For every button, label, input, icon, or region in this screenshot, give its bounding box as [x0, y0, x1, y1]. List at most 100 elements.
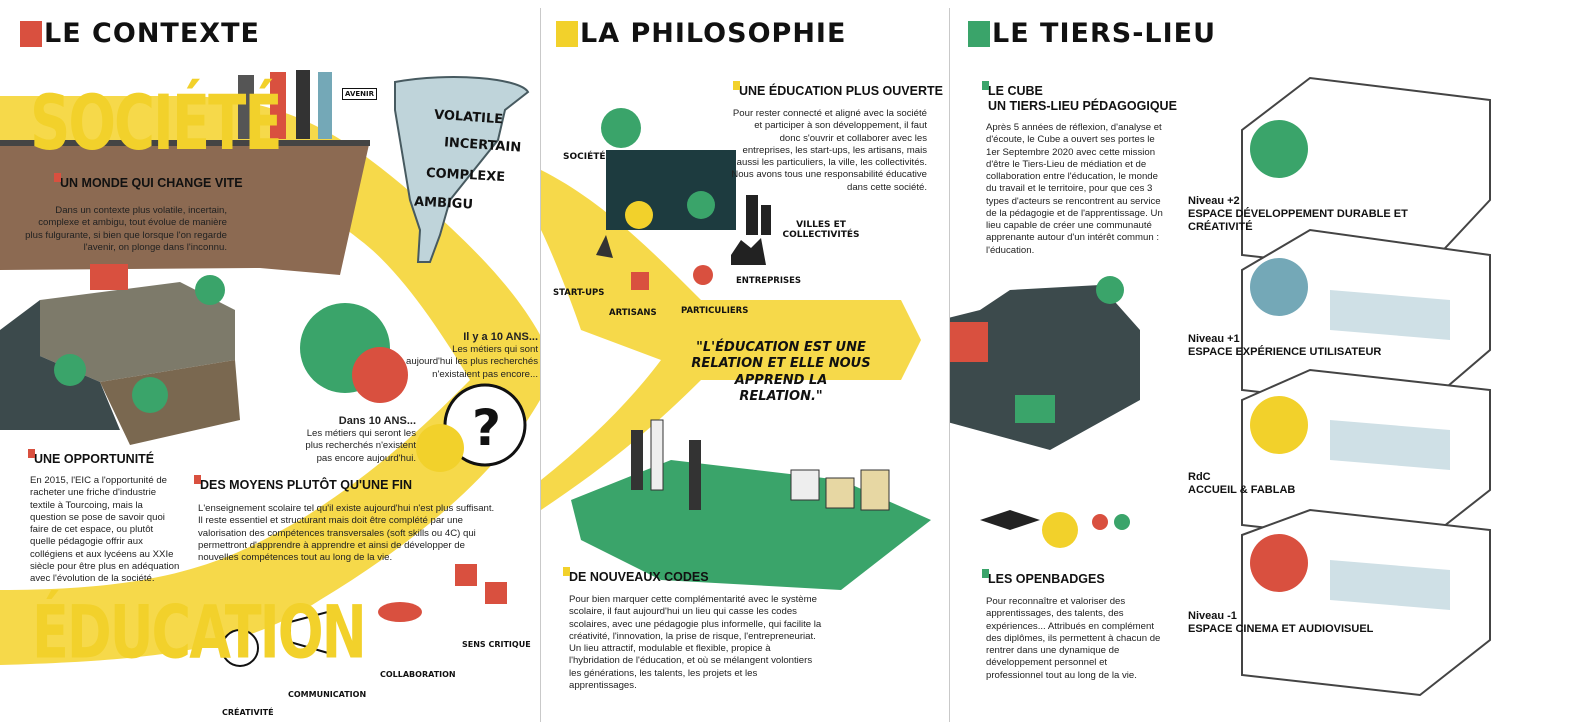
text-opportunite: En 2015, l'EIC a l'opportunité de rachet… [30, 475, 180, 585]
city-building-2 [761, 205, 771, 235]
level-name: ACCUEIL & FABLAB [1188, 484, 1296, 497]
rocket-icon [596, 235, 613, 258]
text-codes: Pour bien marquer cette complémentarité … [569, 594, 822, 691]
actor-particuliers: PARTICULIERS [681, 306, 749, 316]
particulier-icon [693, 265, 713, 285]
level-label-rdc: RdC ACCUEIL & FABLAB [1188, 471, 1438, 497]
section-title-tiers-lieu: LE TIERS-LIEU [968, 18, 1216, 49]
level-number: Niveau +1 [1188, 333, 1240, 345]
skill-creativite: CRÉATIVITÉ [222, 708, 274, 717]
dans-text: Les métiers qui seront les plus recherch… [305, 428, 416, 464]
thumbs-up-icon [455, 564, 477, 586]
text-cube: Après 5 années de réflexion, d'analyse e… [986, 122, 1163, 256]
title-accent-square [20, 20, 42, 47]
megaphone-icon [289, 608, 336, 657]
cube-red-wall [950, 322, 988, 362]
text-monde: Dans un contexte plus volatile, incertai… [25, 205, 227, 253]
person-head-2 [416, 424, 464, 472]
subhead-badges: LES OPENBADGES [982, 569, 1105, 586]
person-puzzle-1 [631, 430, 643, 490]
subhead-codes: DE NOUVEAUX CODES [563, 567, 709, 584]
road-shape-2 [541, 170, 921, 510]
person-puzzle-3 [689, 440, 701, 510]
section-title-text: LA PHILOSOPHIE [580, 18, 847, 49]
big-word-education: ÉDUCATION [32, 590, 367, 676]
floor-plan-2 [1241, 76, 1491, 277]
text-badges: Pour reconnaître et valoriser des appren… [986, 596, 1161, 681]
subhead-cube-2: UN TIERS-LIEU PÉDAGOGIQUE [988, 99, 1177, 113]
level-name: ESPACE EXPÉRIENCE UTILISATEUR [1188, 346, 1382, 359]
philosophie-illustration [541, 108, 931, 590]
person-head-1 [352, 347, 408, 403]
level-label-plus-1: Niveau +1 ESPACE EXPÉRIENCE UTILISATEUR [1188, 333, 1438, 359]
stool-1 [790, 469, 820, 501]
tornado-word-ambigu: AMBIGU [413, 194, 474, 213]
person-figure-4 [318, 72, 332, 139]
title-accent-square [556, 20, 578, 47]
skill-sens-critique: SENS CRITIQUE [462, 640, 531, 649]
text-moyens: L'enseignement scolaire tel qu'il existe… [198, 503, 495, 564]
actor-entreprises: ENTREPRISES [736, 276, 802, 286]
road-shape [0, 96, 540, 665]
head-heart-icon [1250, 258, 1308, 316]
level-label-plus-2: Niveau +2 ESPACE DÉVELOPPEMENT DURABLE E… [1188, 195, 1438, 235]
badge-person-icon [1042, 512, 1078, 548]
badge-medal-1 [1092, 514, 1108, 530]
actor-startups: START-UPS [553, 288, 605, 298]
cube-building [950, 285, 1140, 450]
level-name: ESPACE CINEMA ET AUDIOVISUEL [1188, 623, 1374, 636]
actor-villes: VILLES ET COLLECTIVITÉS [782, 220, 860, 240]
skill-collaboration: COLLABORATION [380, 670, 456, 679]
stool-3 [860, 469, 890, 511]
section-title-text: LE CONTEXTE [44, 18, 260, 49]
student-head [625, 201, 653, 229]
factory-building [40, 282, 235, 382]
subhead-monde: UN MONDE QUI CHANGE VITE [54, 173, 243, 190]
text-education: Pour rester connecté et aligné avec la s… [731, 108, 927, 193]
person-figure-2 [270, 72, 286, 139]
big-word-societe: SOCIÉTÉ [30, 80, 283, 168]
cube-courtyard [1015, 395, 1055, 423]
tree-1 [54, 354, 86, 386]
person-figure-3 [296, 70, 310, 139]
plant-hand-icon [1250, 120, 1308, 178]
title-accent-square [968, 20, 990, 47]
level-number: RdC [1188, 471, 1211, 483]
city-building-1 [746, 195, 758, 235]
3d-printer-icon [1250, 396, 1308, 454]
graduation-cap-icon [980, 510, 1040, 530]
sign-avenir: AVENIR [342, 88, 377, 100]
level-number: Niveau -1 [1188, 610, 1237, 622]
handshake-icon [378, 602, 422, 622]
panel-contexte: ? LE CONTEXTE SOCIÉTÉ VOLATILE INCERTAIN… [0, 0, 540, 726]
panel-tiers-lieu: LE TIERS-LIEU LE CUBE UN TIERS-LIEU PÉDA… [950, 0, 1588, 726]
section-title-philosophie: LA PHILOSOPHIE [556, 18, 846, 49]
red-chimney [90, 264, 128, 290]
tree-2 [132, 377, 168, 413]
block-dans: Dans 10 ANS... Les métiers qui seront le… [298, 414, 416, 465]
subhead-moyens: DES MOYENS PLUTÔT QU'UNE FIN [194, 475, 412, 492]
road-illustration: ? [0, 70, 540, 667]
dans-title: Dans 10 ANS... [338, 415, 416, 427]
teacher-head [687, 191, 715, 219]
tornado-shape [394, 76, 530, 263]
skill-communication: COMMUNICATION [288, 690, 367, 699]
cliff-edge [0, 140, 370, 146]
section-title-contexte: LE CONTEXTE [20, 18, 260, 49]
subhead-opportunite: UNE OPPORTUNITÉ [28, 449, 154, 466]
lightbulb-icon [221, 629, 259, 667]
factory-icon [731, 238, 766, 265]
block-il-y-a: Il y a 10 ANS... Les métiers qui sont au… [403, 330, 538, 381]
il-y-a-text: Les métiers qui sont aujourd'hui les plu… [406, 344, 538, 380]
subhead-cube-1: LE CUBE [982, 81, 1043, 98]
level-label-minus-1: Niveau -1 ESPACE CINEMA ET AUDIOVISUEL [1188, 610, 1438, 636]
tools-icon [631, 272, 649, 290]
actor-societe: SOCIÉTÉ [563, 152, 606, 162]
cliff-shape [0, 140, 370, 275]
person-puzzle-2 [650, 419, 664, 491]
factory-yard [100, 360, 240, 445]
tree-3 [195, 275, 225, 305]
il-y-a-title: Il y a 10 ANS... [463, 331, 538, 343]
globe-icon [601, 108, 641, 148]
level-number: Niveau +2 [1188, 195, 1240, 207]
